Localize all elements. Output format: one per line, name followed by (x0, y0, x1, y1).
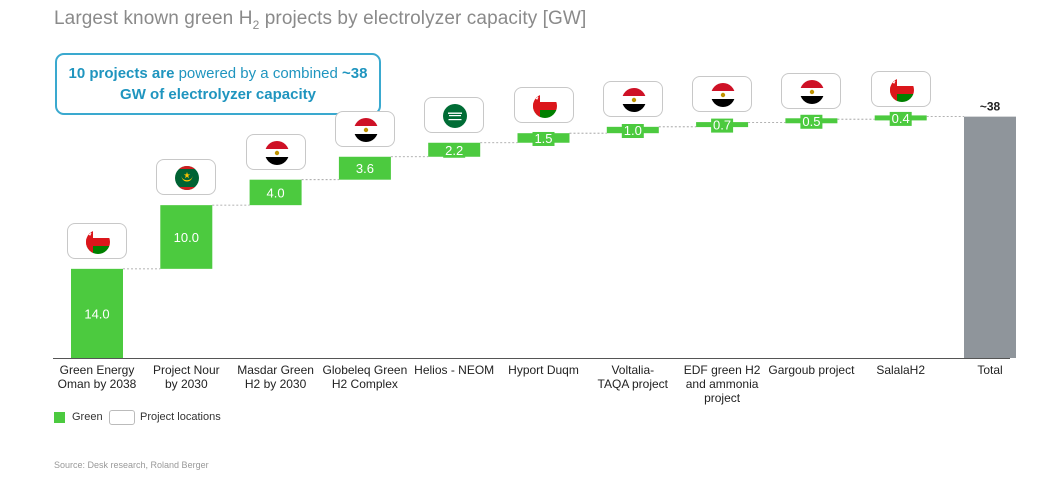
flag-box-1 (67, 222, 127, 259)
oman-flag-icon (532, 94, 557, 119)
category-label-5: Helios - NEOM (414, 363, 495, 377)
oman-flag-icon (86, 229, 110, 254)
bar-total (964, 116, 1016, 358)
egypt-flag-icon (353, 117, 378, 142)
flag-box-6 (513, 87, 574, 124)
value-chip-9 (800, 114, 823, 129)
category-label-6: Hyport Duqm (508, 363, 579, 377)
callout-bold-1: 10 projects are (68, 65, 175, 82)
value-chip-5 (443, 143, 466, 158)
value-chip-7 (621, 124, 644, 139)
egypt-flag-icon (800, 80, 825, 105)
egypt-flag-icon (264, 140, 289, 165)
legend-green-swatch (54, 412, 65, 423)
value-label-6: 1.5 (534, 131, 552, 146)
value-label-10: 0.4 (892, 111, 910, 126)
flag-box-2 (156, 159, 217, 196)
value-label-2: 10.0 (174, 230, 199, 245)
legend-location-label: Project locations (140, 411, 221, 423)
legend-green-label: Green (72, 411, 103, 423)
egypt-flag-icon (621, 87, 646, 112)
egypt-flag-icon (711, 83, 736, 108)
source-note: Source: Desk research, Roland Berger (54, 460, 209, 470)
value-label-1: 14.0 (84, 306, 109, 321)
value-label-7: 1.0 (624, 123, 642, 138)
value-label-8: 0.7 (713, 118, 731, 133)
saudi-arabia-flag-icon (443, 103, 468, 128)
callout-bold-2: ~38 (342, 65, 368, 82)
value-chip-8 (711, 118, 734, 133)
legend-location-swatch (109, 410, 135, 425)
flag-box-3 (245, 133, 306, 170)
flag-box-10 (870, 70, 931, 107)
category-label-9: Gargoub project (768, 363, 855, 377)
flag-box-5 (424, 96, 485, 133)
flag-box-7 (602, 80, 663, 117)
callout-plain: powered by a combined (174, 65, 343, 82)
value-label-5: 2.2 (445, 143, 463, 158)
category-label-10: SalalaH2 (876, 363, 926, 377)
bar-3 (249, 179, 302, 206)
value-chip-6 (532, 131, 555, 146)
total-label: ~38 (980, 100, 1001, 114)
value-chip-10 (889, 111, 912, 126)
category-label-7: Voltalia-TAQA project (597, 363, 669, 391)
value-label-4: 3.6 (356, 161, 374, 176)
mauritania-flag-icon (175, 166, 200, 191)
value-label-3: 4.0 (267, 185, 285, 200)
oman-flag-icon (889, 77, 914, 102)
callout-bold-3: GW of electrolyzer capacity (120, 86, 316, 103)
category-label-11: Total (977, 363, 1003, 377)
bar-2 (160, 205, 213, 269)
bar-1 (71, 268, 123, 358)
chart-title: Largest known green H2 projects by elect… (54, 8, 587, 32)
flag-box-4 (334, 110, 395, 147)
flag-box-9 (781, 73, 842, 110)
value-label-9: 0.5 (802, 114, 820, 129)
flag-box-8 (692, 76, 753, 113)
bar-4 (338, 156, 391, 180)
callout-box: 10 projects are powered by a combined ~3… (55, 53, 381, 115)
